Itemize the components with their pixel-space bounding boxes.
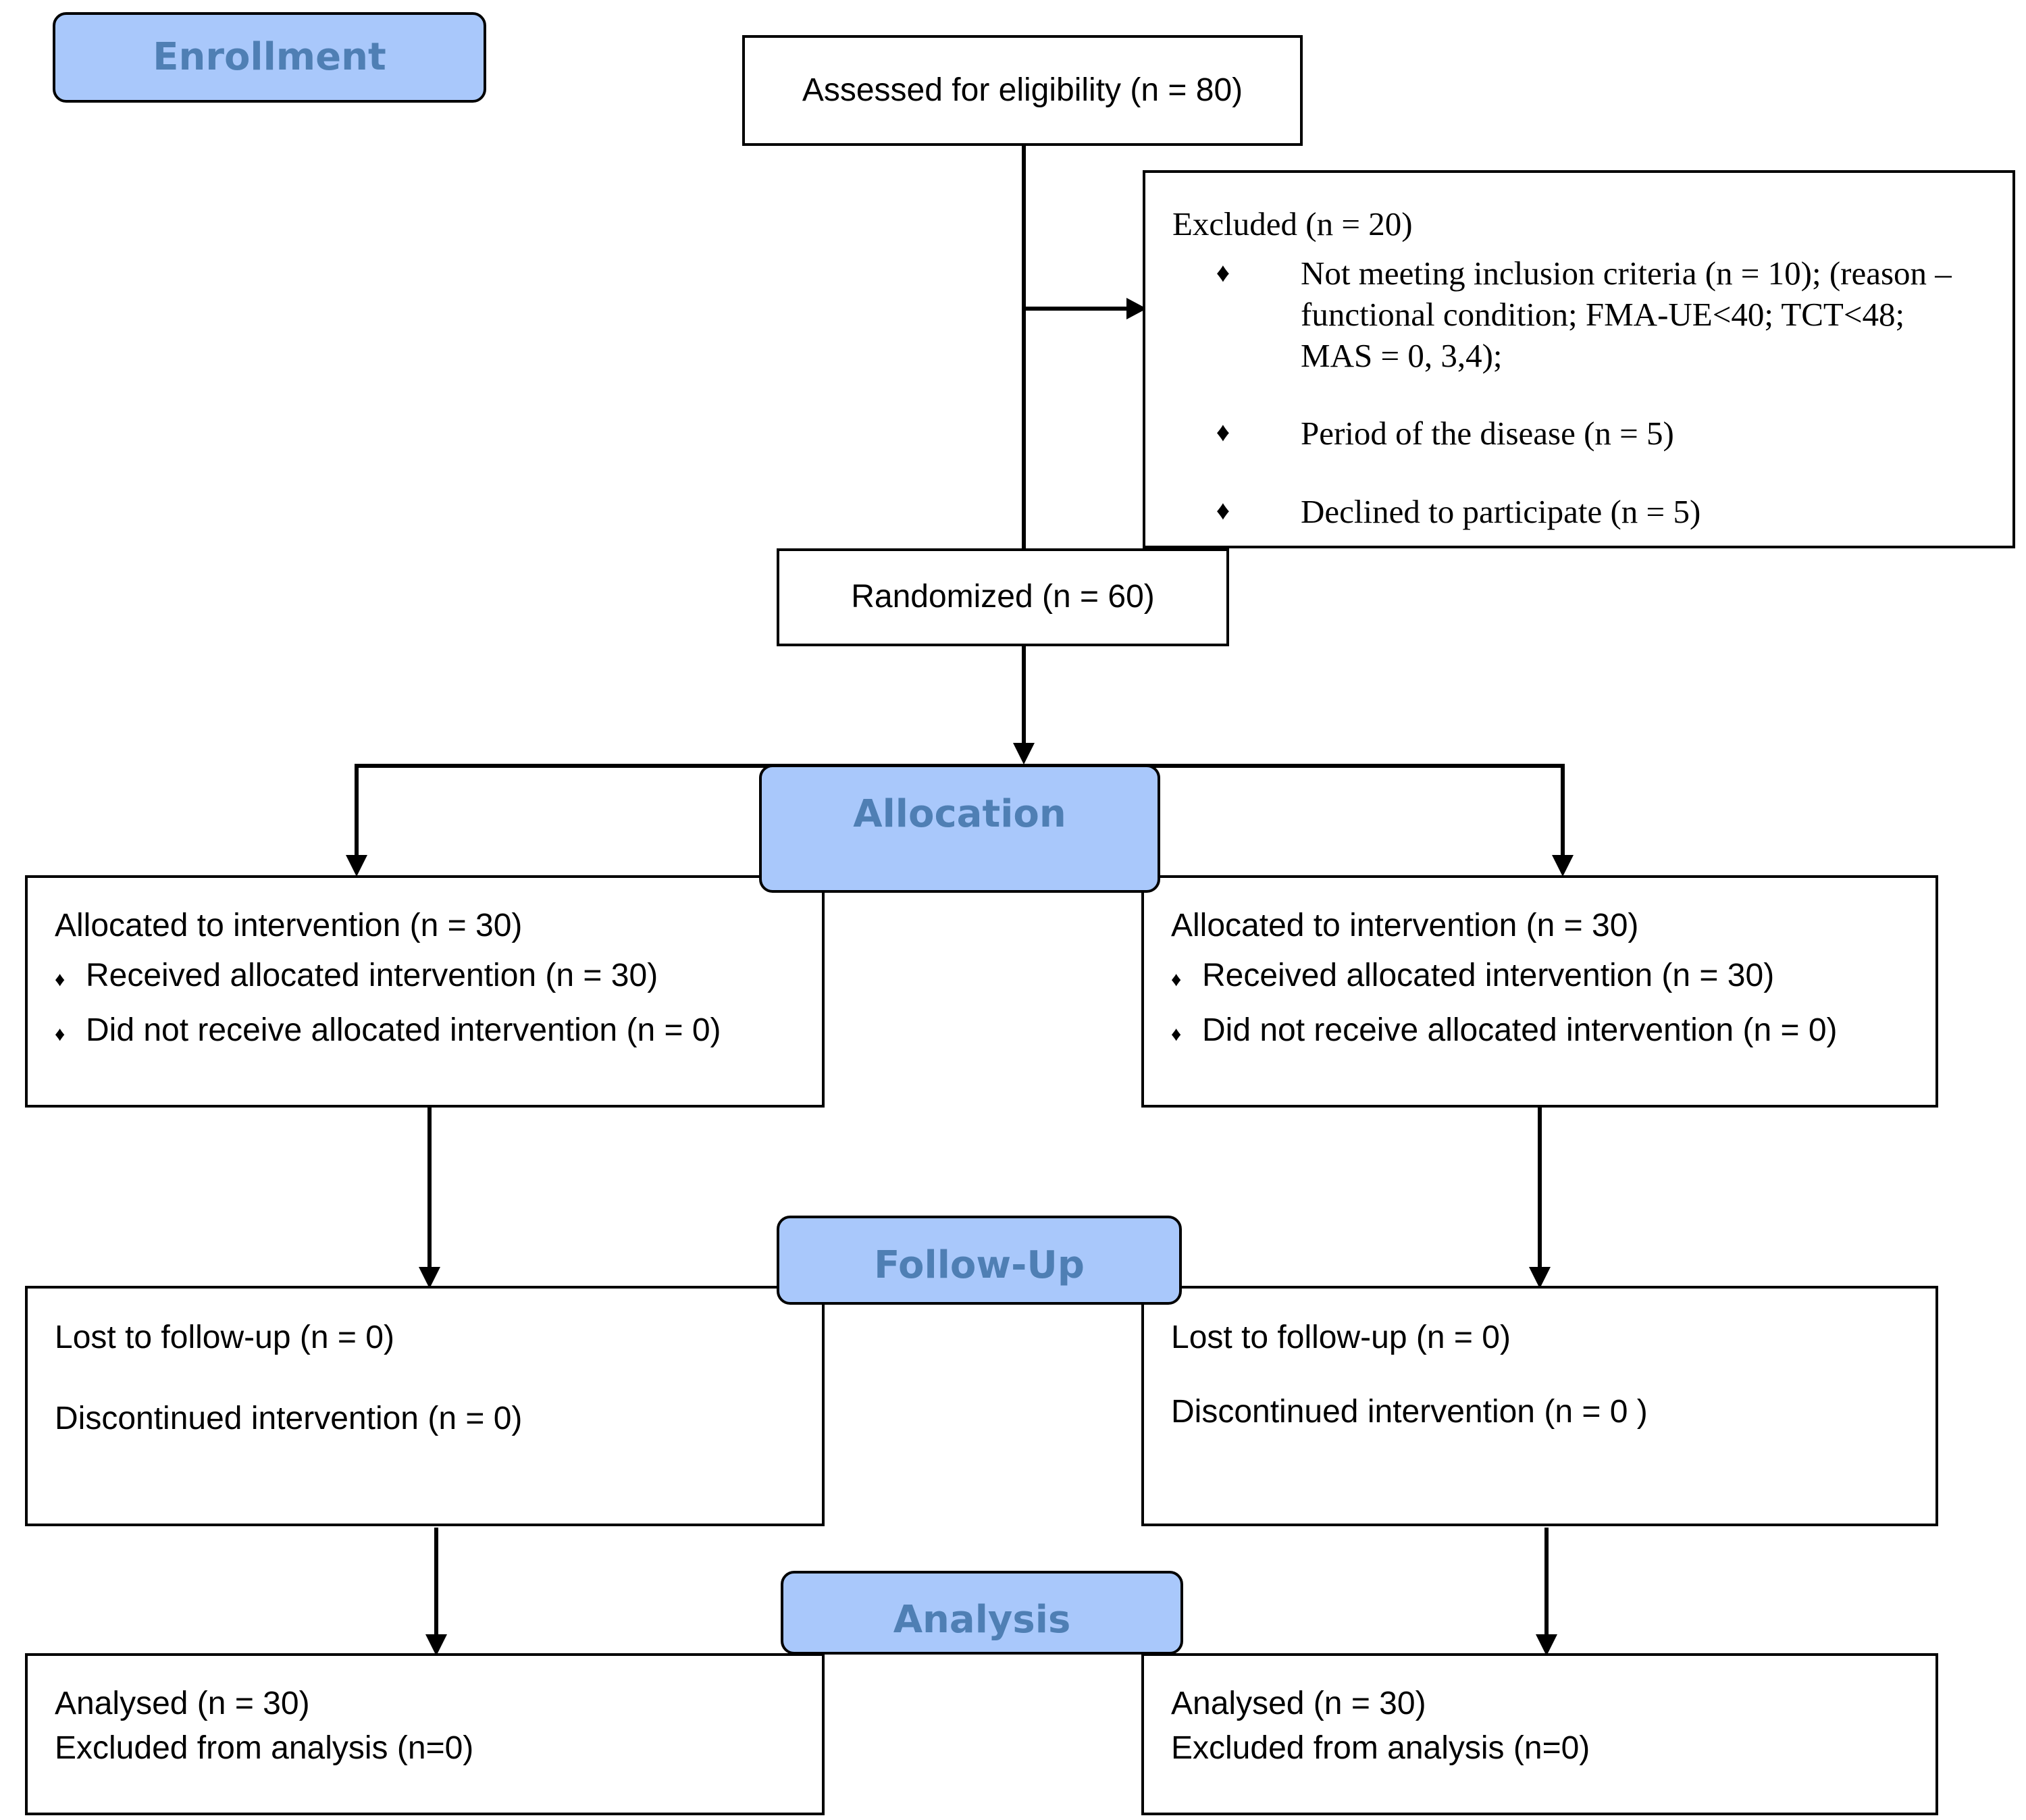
bullet-icon: ♦ — [55, 1022, 66, 1045]
excluded-item-text: Period of the disease (n = 5) — [1301, 415, 1674, 452]
allocation-left-title: Allocated to intervention (n = 30) — [55, 908, 523, 943]
allocation-right-not-received: ♦ Did not receive allocated intervention… — [1171, 1010, 1936, 1051]
received-text: Received allocated intervention (n = 30) — [1202, 958, 1775, 994]
assessed-box: Assessed for eligibility (n = 80) — [742, 35, 1303, 146]
followup-left-box: Lost to follow-up (n = 0) Discontinued i… — [25, 1286, 825, 1526]
not-received-text: Did not receive allocated intervention (… — [1202, 1012, 1838, 1048]
arrowhead-right-analysis — [1536, 1634, 1557, 1656]
allocation-left-not-received: ♦ Did not receive allocated intervention… — [55, 1010, 822, 1051]
bullet-icon: ♦ — [1171, 1022, 1182, 1045]
followup-left-discontinued: Discontinued intervention (n = 0) — [55, 1401, 523, 1437]
analysis-right-excluded: Excluded from analysis (n=0) — [1171, 1730, 1590, 1767]
randomized-box: Randomized (n = 60) — [777, 548, 1229, 646]
randomized-text: Randomized (n = 60) — [851, 579, 1155, 615]
bullet-icon: ♦ — [55, 968, 66, 991]
excluded-item-text: Not meeting inclusion criteria (n = 10);… — [1301, 255, 1952, 374]
allocation-left-received: ♦ Received allocated intervention (n = 3… — [55, 955, 822, 997]
bullet-icon: ♦ — [1216, 417, 1230, 447]
stage-follow-up: Follow-Up — [777, 1216, 1182, 1305]
allocation-left-box: Allocated to intervention (n = 30) ♦ Rec… — [25, 875, 825, 1108]
stage-enrollment: Enrollment — [53, 12, 486, 103]
arrowhead-split — [1013, 743, 1035, 764]
stage-analysis: Analysis — [781, 1571, 1183, 1655]
followup-left-lost: Lost to follow-up (n = 0) — [55, 1320, 394, 1355]
bullet-icon: ♦ — [1216, 495, 1230, 525]
assessed-text: Assessed for eligibility (n = 80) — [802, 72, 1243, 108]
analysis-right-analysed: Analysed (n = 30) — [1171, 1686, 1426, 1721]
arrowhead-left-analysis — [425, 1634, 447, 1656]
analysis-left-box: Analysed (n = 30) Excluded from analysis… — [25, 1653, 825, 1815]
excluded-title: Excluded (n = 20) — [1172, 205, 1413, 242]
arrowhead-left-followup — [419, 1267, 440, 1289]
arrowhead-alloc-right — [1552, 855, 1574, 877]
analysis-left-excluded: Excluded from analysis (n=0) — [55, 1730, 474, 1767]
bullet-icon: ♦ — [1216, 257, 1230, 288]
arrowhead-right-followup — [1529, 1267, 1551, 1289]
arrowhead-excluded — [1126, 298, 1147, 319]
not-received-text: Did not receive allocated intervention (… — [86, 1012, 721, 1048]
allocation-right-box: Allocated to intervention (n = 30) ♦ Rec… — [1141, 875, 1938, 1108]
arrowhead-alloc-left — [346, 855, 367, 877]
allocation-right-title: Allocated to intervention (n = 30) — [1171, 908, 1639, 943]
received-text: Received allocated intervention (n = 30) — [86, 958, 658, 994]
excluded-item-2: ♦ Period of the disease (n = 5) — [1145, 412, 1976, 455]
excluded-item-text: Declined to participate (n = 5) — [1301, 493, 1701, 530]
excluded-item-1: ♦ Not meeting inclusion criteria (n = 10… — [1145, 253, 1976, 376]
allocation-right-received: ♦ Received allocated intervention (n = 3… — [1171, 955, 1936, 997]
bullet-icon: ♦ — [1171, 968, 1182, 991]
followup-right-lost: Lost to follow-up (n = 0) — [1171, 1320, 1511, 1355]
analysis-right-box: Analysed (n = 30) Excluded from analysis… — [1141, 1653, 1938, 1815]
excluded-box: Excluded (n = 20) ♦ Not meeting inclusio… — [1143, 170, 2015, 548]
stage-allocation: Allocation — [759, 764, 1160, 893]
analysis-left-analysed: Analysed (n = 30) — [55, 1686, 310, 1721]
excluded-item-3: ♦ Declined to participate (n = 5) — [1145, 490, 1976, 534]
followup-right-box: Lost to follow-up (n = 0) Discontinued i… — [1141, 1286, 1938, 1526]
followup-right-discontinued: Discontinued intervention (n = 0 ) — [1171, 1394, 1648, 1430]
